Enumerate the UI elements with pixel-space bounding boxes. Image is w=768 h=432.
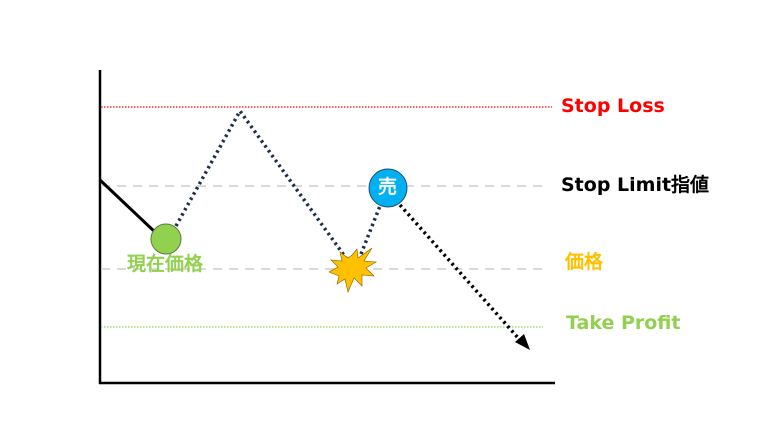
stop-limit-label: Stop Limit指値: [561, 174, 710, 196]
projected-path: [174, 107, 348, 260]
decline-path: [398, 203, 522, 342]
sell-marker: [368, 168, 408, 208]
price-label: 価格: [565, 251, 604, 273]
rebound-path: [359, 205, 382, 255]
take-profit-label: Take Profit: [566, 312, 681, 334]
sell-marker-label: 売: [378, 176, 398, 198]
past-price-line: [98, 178, 158, 235]
current-price-label: 現在価格: [127, 253, 204, 275]
explosion-icon: [328, 247, 377, 293]
arrow-head-icon: [515, 334, 530, 350]
current-price-marker: [150, 223, 182, 255]
stop-loss-label: Stop Loss: [561, 95, 665, 117]
